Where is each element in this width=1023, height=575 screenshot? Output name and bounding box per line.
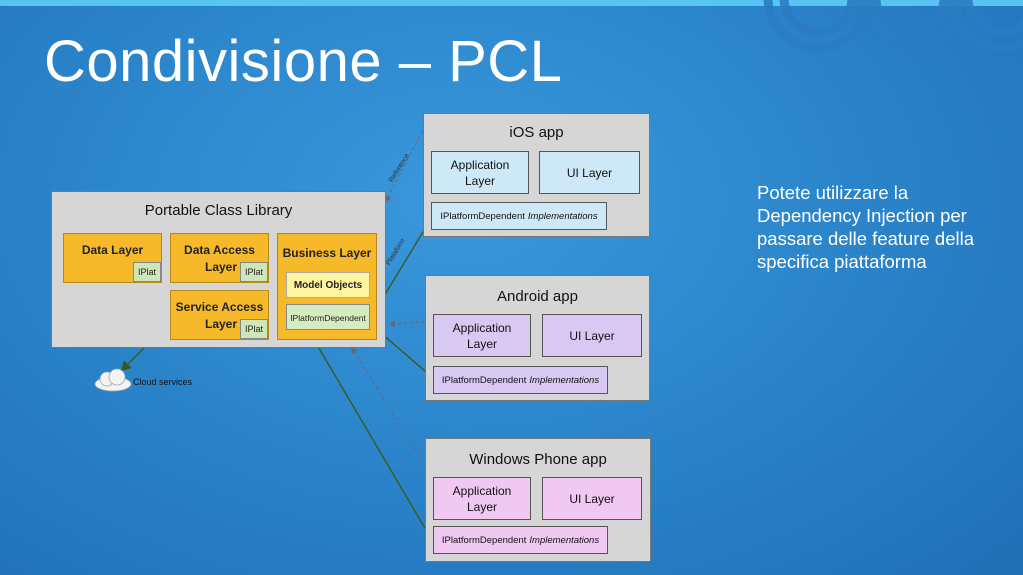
ios-reference-arrow: [385, 125, 426, 202]
model-objects-box: Model Objects: [286, 272, 370, 298]
top-accent-bar: [0, 0, 1023, 6]
iplatformdependent-label: IPlatformDependent: [290, 313, 366, 323]
android-ui-layer: UI Layer: [542, 314, 642, 357]
data-access-label-2: Layer: [205, 260, 238, 274]
ui-layer-label: UI Layer: [566, 165, 613, 180]
pcl-title: Portable Class Library: [144, 202, 293, 219]
iplat-badge: IPlat: [133, 262, 161, 282]
android-reference-arrow: [389, 320, 426, 328]
app-layer-line1: Application: [450, 157, 510, 172]
impl-suffix: Implementations: [529, 374, 600, 386]
app-layer-line2: Layer: [466, 499, 498, 514]
ios-app-title: iOS app: [509, 124, 564, 141]
cloud-icon: [94, 368, 132, 392]
impl-suffix: Implementations: [529, 534, 600, 546]
app-layer-line2: Layer: [464, 173, 496, 188]
service-access-label-2: Layer: [205, 317, 238, 331]
service-access-layer-box: Service Access Layer IPlat: [170, 290, 269, 340]
app-layer-line2: Layer: [466, 336, 498, 351]
winphone-reference-arrow: [351, 347, 426, 467]
data-layer-box: Data Layer IPlat: [63, 233, 162, 283]
data-access-layer-box: Data Access Layer IPlat: [170, 233, 269, 283]
impl-name: IPlatformDependent: [441, 374, 527, 386]
cloud-services-label: Cloud services: [133, 377, 193, 387]
winphone-impl-connector: [309, 331, 433, 541]
ui-layer-label: UI Layer: [569, 328, 615, 343]
slide-title: Condivisione – PCL: [44, 29, 563, 94]
ios-ui-layer: UI Layer: [539, 151, 640, 194]
business-layer-box: Business Layer Model Objects IPlatformDe…: [277, 233, 377, 340]
iplatformdependent-box: IPlatformDependent: [286, 304, 370, 330]
iplat-badge: IPlat: [240, 319, 268, 339]
business-layer-label: Business Layer: [282, 246, 372, 260]
slide-description: Potete utilizzare la Dependency Injectio…: [757, 182, 975, 272]
impl-name: IPlatformDependent: [441, 534, 527, 546]
winphone-ui-layer: UI Layer: [542, 477, 642, 520]
data-layer-label: Data Layer: [81, 243, 144, 257]
app-layer-line1: Application: [452, 483, 512, 498]
service-access-label-1: Service Access: [175, 300, 264, 314]
model-objects-label: Model Objects: [293, 280, 363, 291]
impl-suffix: Implementations: [527, 210, 598, 222]
impl-name: IPlatformDependent: [440, 210, 525, 222]
decorative-rings: [763, 0, 1023, 53]
app-layer-line1: Application: [452, 320, 512, 335]
iplat-badge: IPlat: [240, 262, 268, 282]
winphone-app-title: Windows Phone app: [469, 451, 607, 468]
ui-layer-label: UI Layer: [569, 491, 615, 506]
android-app-title: Android app: [497, 288, 578, 305]
data-access-label-1: Data Access: [184, 243, 255, 257]
